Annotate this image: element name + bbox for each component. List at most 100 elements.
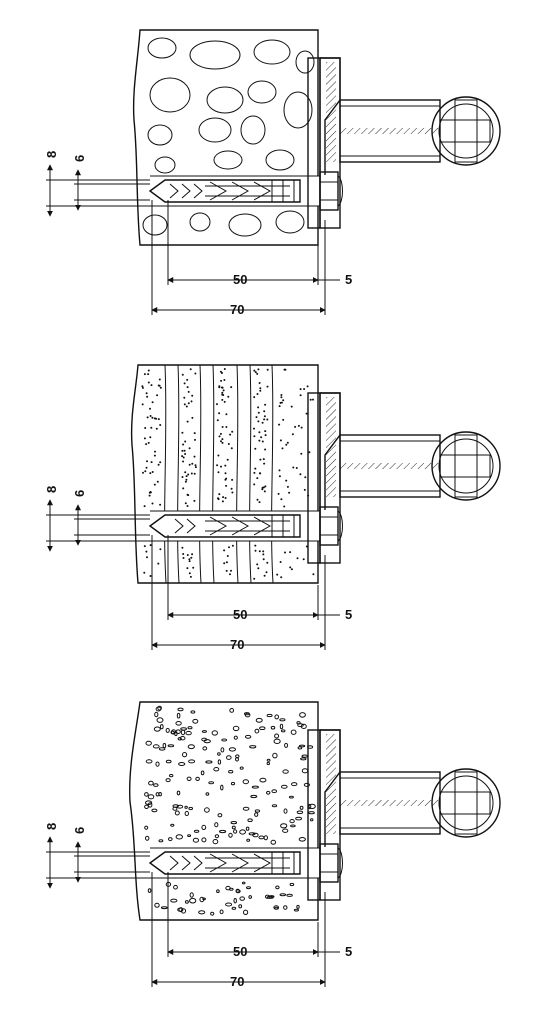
texture-dot — [264, 403, 267, 406]
texture-dot — [223, 400, 226, 403]
texture-dot — [257, 406, 260, 409]
texture-dot — [157, 418, 160, 421]
texture-dot — [188, 560, 191, 563]
texture-dot — [155, 427, 158, 430]
texture-dot — [257, 411, 260, 414]
texture-pebble — [168, 837, 173, 842]
texture-dot — [258, 501, 261, 504]
texture-dot — [223, 549, 226, 552]
texture-dot — [181, 431, 184, 434]
texture-dot — [264, 448, 267, 451]
texture-dot — [220, 440, 222, 443]
texture-dot — [254, 447, 257, 450]
texture-pebble — [145, 835, 150, 841]
texture-dot — [181, 546, 184, 549]
texture-pebble — [172, 804, 179, 808]
texture-pebble — [289, 819, 295, 824]
texture-dot — [156, 394, 159, 397]
texture-dot — [280, 576, 283, 579]
rail-tube — [339, 99, 441, 163]
texture-dot — [306, 385, 309, 388]
texture-pebble — [229, 708, 235, 713]
texture-pebble — [255, 717, 263, 723]
texture-pebble — [296, 904, 300, 909]
texture-dot — [149, 436, 152, 439]
texture-pebble — [290, 729, 297, 735]
texture-pebble — [231, 825, 236, 830]
texture-pebble — [208, 781, 215, 785]
texture-dot — [191, 462, 194, 465]
texture-dot — [257, 368, 260, 371]
texture-dot — [192, 566, 195, 569]
texture-pebble — [144, 804, 149, 810]
texture-dot — [220, 465, 222, 468]
texture-dot — [218, 493, 221, 496]
texture-pebble — [248, 832, 256, 836]
texture-dot — [223, 368, 226, 370]
texture-dot — [159, 503, 162, 506]
texture-pebble — [273, 738, 281, 745]
concrete-texture — [144, 705, 316, 916]
texture-pebble — [165, 778, 171, 783]
texture-dot — [194, 464, 197, 467]
texture-dot — [186, 420, 189, 423]
texture-dot — [280, 498, 283, 501]
texture-pebble — [155, 761, 160, 767]
texture-pebble — [228, 832, 233, 838]
texture-dot — [303, 388, 306, 390]
texture-dot — [309, 398, 312, 401]
texture-dot — [188, 447, 191, 450]
texture-dot — [186, 505, 189, 507]
texture-dot — [285, 479, 288, 482]
texture-dot — [224, 472, 227, 475]
dim-outer-diameter: 8 — [44, 151, 59, 158]
texture-pebble — [202, 897, 206, 901]
texture-dot — [186, 386, 189, 389]
dim-gap: 5 — [345, 272, 352, 287]
wall-flange — [307, 729, 341, 901]
texture-pebble — [178, 762, 186, 766]
texture-dot — [294, 425, 297, 428]
texture-pebble — [242, 806, 250, 811]
texture-dot — [264, 485, 267, 488]
texture-dot — [187, 390, 190, 393]
texture-pebble — [148, 780, 154, 786]
texture-dot — [312, 398, 314, 401]
texture-dot — [141, 386, 144, 389]
texture-pebble — [254, 812, 259, 817]
texture-dot — [188, 572, 191, 575]
texture-pebble — [165, 727, 170, 733]
texture-dot — [186, 378, 189, 381]
texture-dot — [151, 471, 154, 473]
texture-pebble — [192, 837, 199, 843]
texture-dot — [147, 441, 150, 444]
texture-pebble — [184, 805, 188, 809]
dim-outer-diameter: 8 — [44, 486, 59, 493]
texture-dot — [303, 488, 306, 491]
texture-dot — [262, 486, 265, 489]
texture-dot — [221, 398, 224, 401]
texture-dot — [225, 484, 228, 487]
texture-dot — [146, 395, 149, 398]
texture-dot — [145, 550, 148, 553]
texture-dot — [147, 381, 150, 384]
texture-dot — [149, 415, 152, 417]
texture-dot — [261, 421, 264, 424]
texture-dot — [185, 478, 188, 481]
texture-dot — [151, 416, 154, 419]
texture-pebble — [176, 804, 184, 809]
texture-dot — [194, 372, 197, 375]
texture-pebble — [233, 735, 238, 740]
texture-pebble — [299, 805, 304, 810]
texture-dot — [224, 497, 227, 499]
texture-pebble — [232, 725, 240, 732]
texture-dot — [278, 469, 281, 472]
texture-pebble — [160, 906, 168, 910]
texture-dot — [231, 430, 234, 433]
texture-pebble — [184, 900, 189, 904]
texture-dot — [256, 372, 259, 375]
dim-depth: 50 — [233, 272, 247, 287]
screw-head — [319, 506, 343, 546]
texture-pebble — [182, 752, 188, 758]
texture-pebble — [244, 712, 251, 718]
